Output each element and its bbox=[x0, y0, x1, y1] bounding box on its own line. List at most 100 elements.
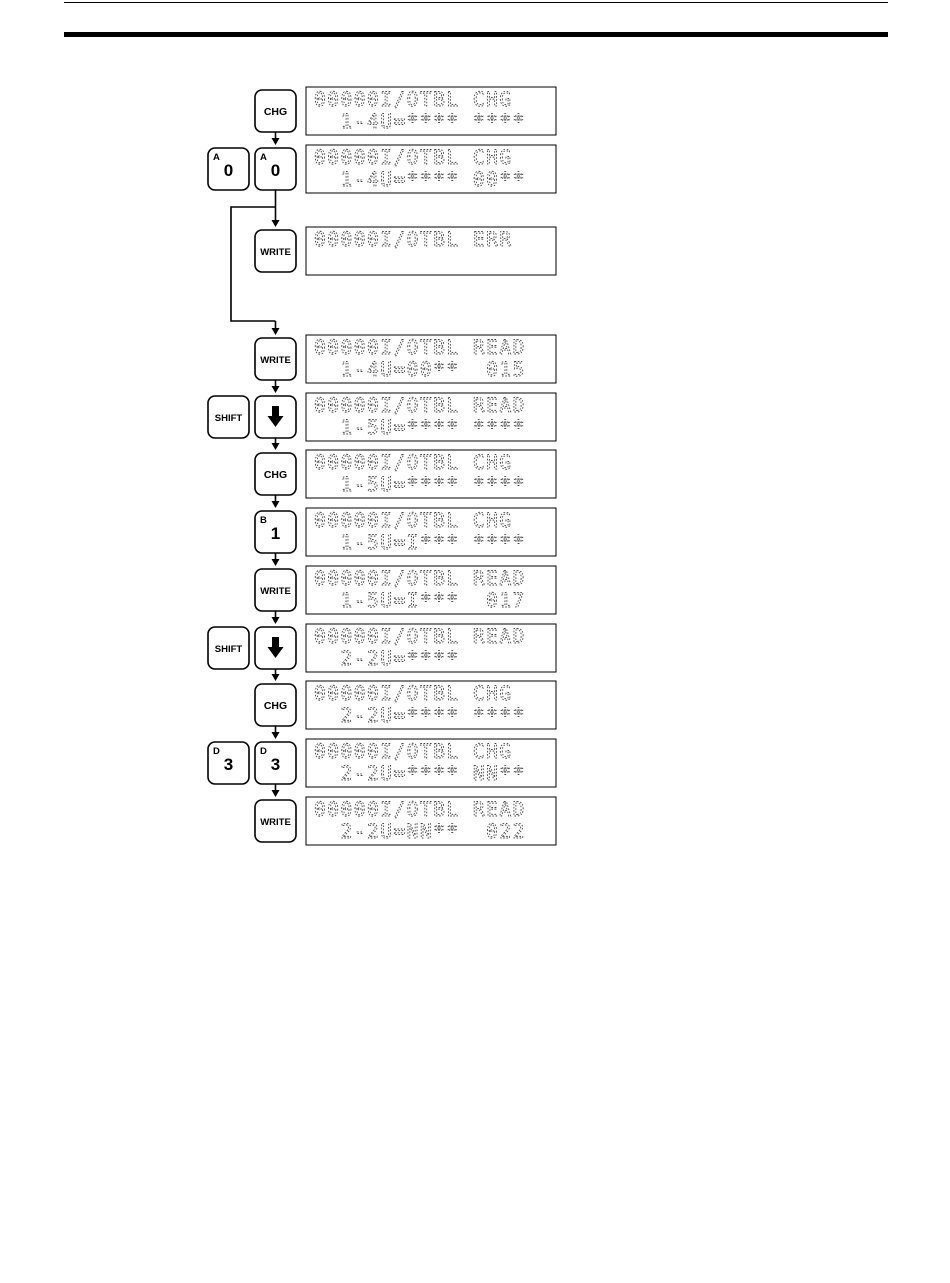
key-face[interactable] bbox=[207, 741, 250, 785]
branch-arrow-head bbox=[271, 328, 280, 335]
lcd-line-1: 00000I/OTBL CHG bbox=[314, 451, 513, 474]
lcd-line-2: 1-5U=**** **** bbox=[314, 473, 526, 496]
key-label: CHG bbox=[264, 106, 287, 118]
key-face[interactable] bbox=[207, 147, 250, 191]
key-face[interactable] bbox=[254, 337, 297, 381]
lcd-frame bbox=[305, 680, 557, 730]
flow-arrow-head bbox=[271, 790, 280, 797]
lcd-line-2: 2-2U=**** NN** bbox=[314, 762, 526, 785]
key-write[interactable]: WRITE bbox=[254, 568, 297, 612]
lcd-frame bbox=[305, 738, 557, 788]
down-arrow-key[interactable] bbox=[254, 395, 297, 439]
lcd-frame bbox=[305, 796, 557, 846]
key-face[interactable] bbox=[207, 395, 250, 439]
lcd-display: 00000I/OTBL CHG 1-4U=**** **** bbox=[305, 86, 557, 136]
key-face[interactable] bbox=[254, 452, 297, 496]
key-sublabel: D bbox=[260, 746, 267, 757]
lcd-line-1: 00000I/OTBL CHG bbox=[314, 740, 513, 763]
down-arrow-icon bbox=[267, 637, 284, 658]
key-label: 1 bbox=[271, 524, 280, 543]
lcd-line-1: 00000I/OTBL CHG bbox=[314, 88, 513, 111]
lcd-display: 00000I/OTBL READ 1-5U=**** **** bbox=[305, 392, 557, 442]
lcd-display: 00000I/OTBL CHG 1-5U=I*** **** bbox=[305, 507, 557, 557]
key-face[interactable] bbox=[254, 799, 297, 843]
lcd-line-2: 2-2U=**** **** bbox=[314, 704, 526, 727]
key-label: 0 bbox=[271, 161, 280, 180]
flow-arrow-head bbox=[271, 732, 280, 739]
lcd-line-1: 00000I/OTBL CHG bbox=[314, 146, 513, 169]
down-arrow-icon bbox=[267, 406, 284, 427]
lcd-frame bbox=[305, 565, 557, 615]
key-0[interactable]: 0A bbox=[254, 147, 297, 191]
key-label: SHIFT bbox=[215, 413, 243, 424]
lcd-frame bbox=[305, 86, 557, 136]
key-shift[interactable]: SHIFT bbox=[207, 395, 250, 439]
flow-arrow-head bbox=[271, 138, 280, 145]
key-sublabel: D bbox=[213, 746, 220, 757]
lcd-line-2: 1-4U=**** **** bbox=[314, 110, 526, 133]
lcd-line-2: 2-2U=**** bbox=[314, 647, 460, 670]
lcd-line-1: 00000I/OTBL READ bbox=[314, 336, 526, 359]
lcd-line-1: 00000I/OTBL CHG bbox=[314, 682, 513, 705]
lcd-display: 00000I/OTBL READ 1-5U=I*** 017 bbox=[305, 565, 557, 615]
key-sublabel: A bbox=[213, 152, 220, 163]
lcd-line-2: 1-4U=00** 015 bbox=[314, 358, 526, 381]
key-0[interactable]: 0A bbox=[207, 147, 250, 191]
key-write[interactable]: WRITE bbox=[254, 337, 297, 381]
key-1[interactable]: 1B bbox=[254, 510, 297, 554]
key-label: WRITE bbox=[260, 817, 291, 828]
lcd-frame bbox=[305, 144, 557, 194]
lcd-frame bbox=[305, 623, 557, 673]
key-label: 3 bbox=[224, 755, 233, 774]
lcd-line-1: 00000I/OTBL READ bbox=[314, 798, 526, 821]
lcd-frame bbox=[305, 449, 557, 499]
flow-arrow-head bbox=[271, 386, 280, 393]
flow-arrow-head bbox=[271, 617, 280, 624]
flow-arrow-head bbox=[271, 674, 280, 681]
key-3[interactable]: 3D bbox=[207, 741, 250, 785]
key-face[interactable] bbox=[254, 229, 297, 273]
key-chg[interactable]: CHG bbox=[254, 89, 297, 133]
branch-line bbox=[230, 206, 276, 322]
key-label: CHG bbox=[264, 469, 287, 481]
lcd-display: 00000I/OTBL READ 2-2U=NN** 022 bbox=[305, 796, 557, 846]
key-face[interactable] bbox=[254, 89, 297, 133]
key-face[interactable] bbox=[254, 147, 297, 191]
lcd-line-1: 00000I/OTBL READ bbox=[314, 625, 526, 648]
key-sublabel: A bbox=[260, 152, 267, 163]
lcd-display: 00000I/OTBL ERR bbox=[305, 226, 557, 276]
key-label: 3 bbox=[271, 755, 280, 774]
key-face[interactable] bbox=[254, 683, 297, 727]
key-3[interactable]: 3D bbox=[254, 741, 297, 785]
lcd-display: 00000I/OTBL CHG 2-2U=**** **** bbox=[305, 680, 557, 730]
key-label: SHIFT bbox=[215, 644, 243, 655]
key-label: CHG bbox=[264, 700, 287, 712]
lcd-display: 00000I/OTBL CHG 1-5U=**** **** bbox=[305, 449, 557, 499]
lcd-line-2: 1-4U=**** 00** bbox=[314, 168, 526, 191]
key-label: 0 bbox=[224, 161, 233, 180]
lcd-display: 00000I/OTBL READ 2-2U=**** bbox=[305, 623, 557, 673]
down-arrow-key[interactable] bbox=[254, 626, 297, 670]
flow-arrow-head bbox=[271, 559, 280, 566]
key-write[interactable]: WRITE bbox=[254, 799, 297, 843]
key-sublabel: B bbox=[260, 515, 267, 526]
lcd-display: 00000I/OTBL READ 1-4U=00** 015 bbox=[305, 334, 557, 384]
key-chg[interactable]: CHG bbox=[254, 683, 297, 727]
key-chg[interactable]: CHG bbox=[254, 452, 297, 496]
flow-arrow-head bbox=[271, 220, 280, 227]
flow-arrow-head bbox=[271, 501, 280, 508]
key-face[interactable] bbox=[254, 741, 297, 785]
key-write[interactable]: WRITE bbox=[254, 229, 297, 273]
lcd-frame bbox=[305, 226, 557, 276]
key-face[interactable] bbox=[254, 568, 297, 612]
lcd-line-1: 00000I/OTBL READ bbox=[314, 567, 526, 590]
key-face[interactable] bbox=[254, 510, 297, 554]
key-face[interactable] bbox=[207, 626, 250, 670]
lcd-line-2: 1-5U=I*** 017 bbox=[314, 589, 526, 612]
lcd-line-1: 00000I/OTBL CHG bbox=[314, 509, 513, 532]
flow-arrow-head bbox=[271, 443, 280, 450]
lcd-frame bbox=[305, 392, 557, 442]
lcd-line-2: 1-5U=I*** **** bbox=[314, 531, 526, 554]
key-shift[interactable]: SHIFT bbox=[207, 626, 250, 670]
